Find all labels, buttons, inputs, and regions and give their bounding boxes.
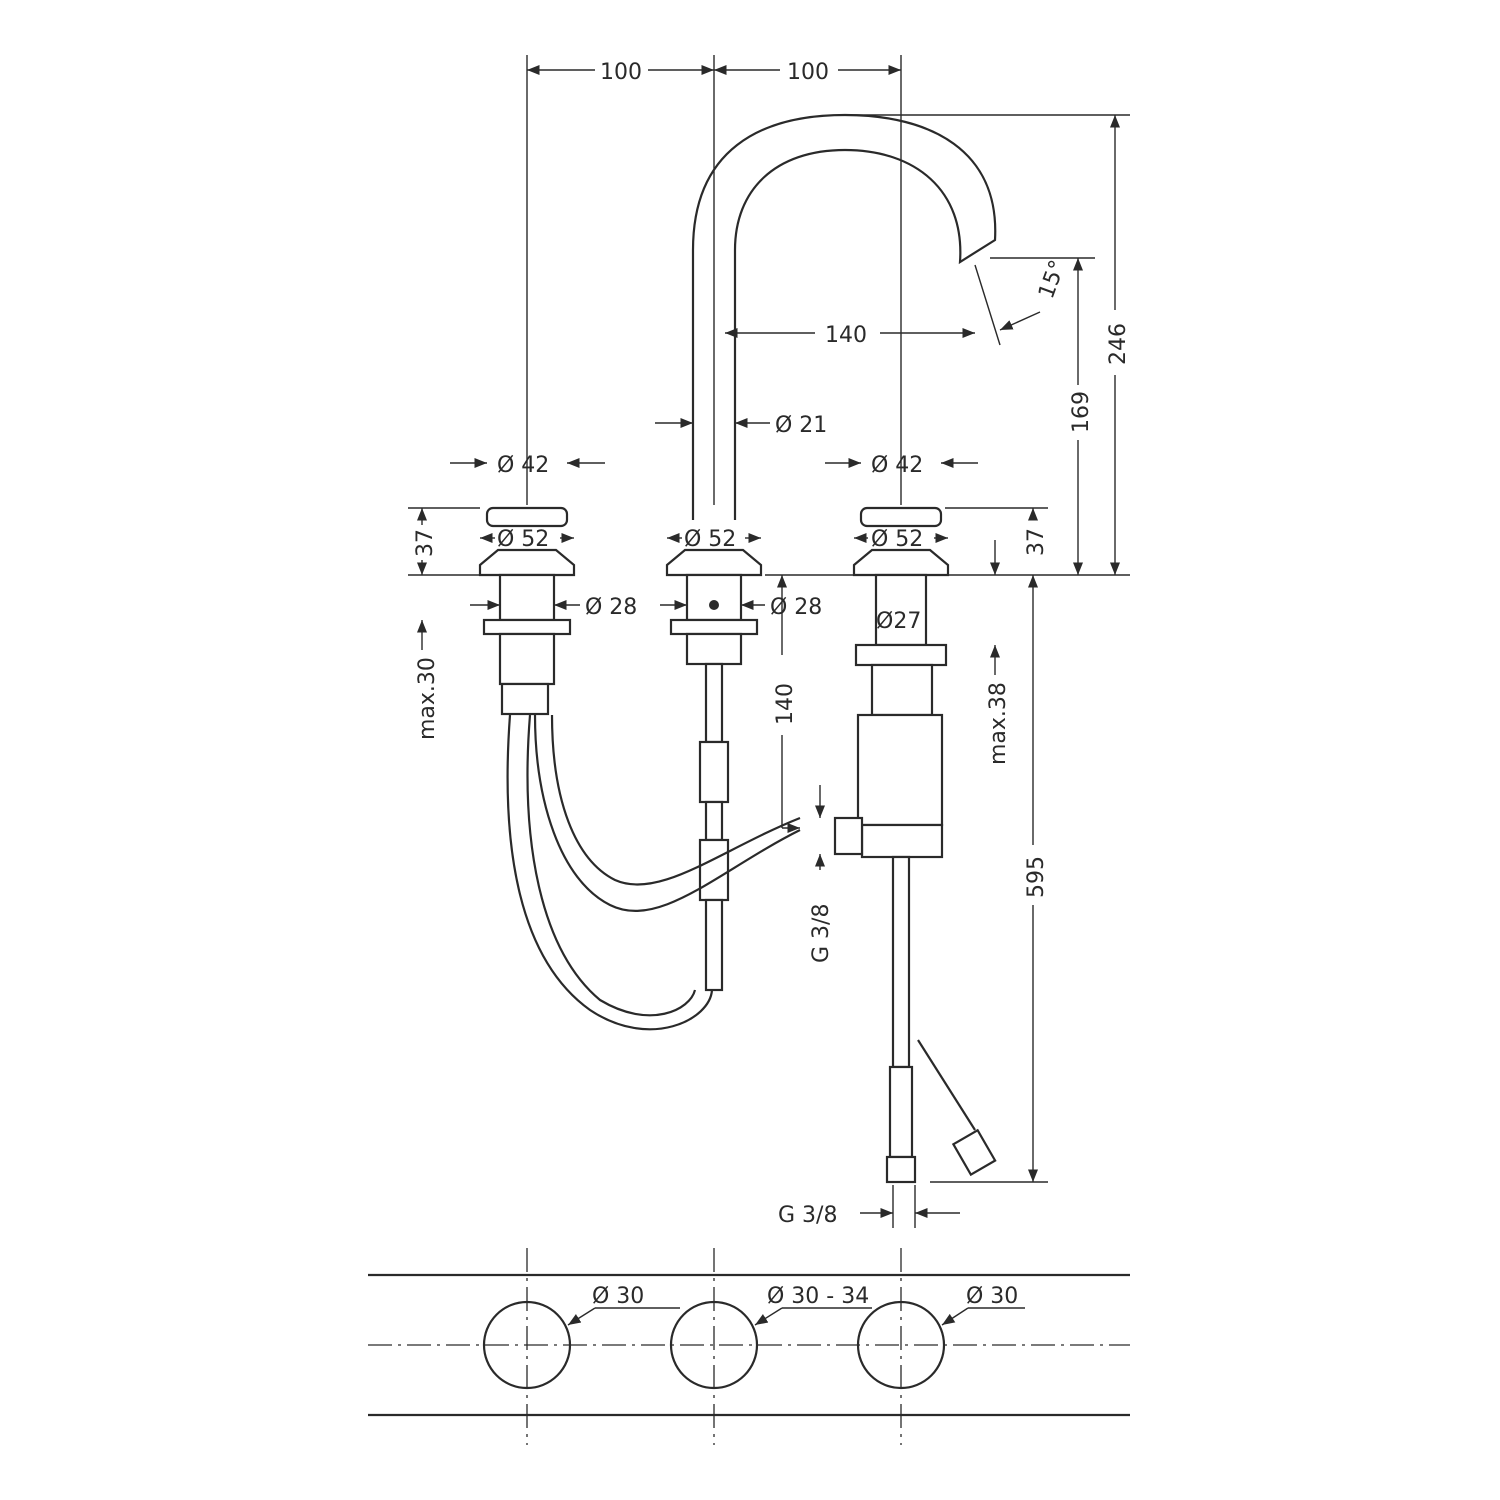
dim-100-left: 100 — [600, 60, 642, 85]
dim-handle-height-right: 37 — [1024, 528, 1049, 556]
dim-connection-bottom: G 3/8 — [778, 1203, 837, 1228]
dim-spout-reach: 140 — [825, 323, 867, 348]
cutout-plan-view: Ø 30 Ø 30 - 34 Ø 30 — [368, 1248, 1130, 1445]
dim-handle-dia-left: Ø 42 — [497, 453, 549, 478]
dim-spout-angle: 15° — [1034, 257, 1071, 302]
dim-hose-length: 595 — [1024, 856, 1049, 898]
spout — [691, 113, 997, 520]
dim-outlet-depth: 140 — [773, 683, 798, 725]
dim-spout-diameter: Ø 21 — [775, 413, 827, 438]
hoses — [506, 714, 801, 1031]
dim-100-right: 100 — [787, 60, 829, 85]
dim-shank-right: Ø27 — [876, 609, 921, 634]
dim-shank-left: Ø 28 — [585, 595, 637, 620]
handle-left — [478, 506, 576, 716]
spout-base — [665, 548, 763, 992]
cutout-hole-center — [669, 1300, 759, 1390]
dim-connection-side: G 3/8 — [809, 904, 834, 963]
cutout-label-right: Ø 30 — [966, 1284, 1018, 1309]
dim-handle-height-left: 37 — [413, 529, 438, 557]
dim-top: 100 100 — [527, 60, 901, 85]
extension-lines — [408, 55, 1130, 1183]
dim-total-height: 246 — [1106, 323, 1131, 365]
dim-max-thickness-left: max.30 — [415, 657, 440, 740]
cutout-label-left: Ø 30 — [592, 1284, 644, 1309]
dim-base-dia-left: Ø 52 — [497, 527, 549, 552]
dim-base-dia-right: Ø 52 — [871, 527, 923, 552]
dim-handle-dia-right: Ø 42 — [871, 453, 923, 478]
cutout-label-center: Ø 30 - 34 — [767, 1284, 869, 1309]
dim-base-dia-center: Ø 52 — [684, 527, 736, 552]
cutout-hole-right — [856, 1300, 946, 1390]
cutout-hole-left — [482, 1300, 572, 1390]
dim-max-thickness-right: max.38 — [986, 682, 1011, 765]
handle-right — [833, 506, 997, 1184]
dim-spout-height: 169 — [1069, 391, 1094, 433]
dim-shank-center: Ø 28 — [770, 595, 822, 620]
